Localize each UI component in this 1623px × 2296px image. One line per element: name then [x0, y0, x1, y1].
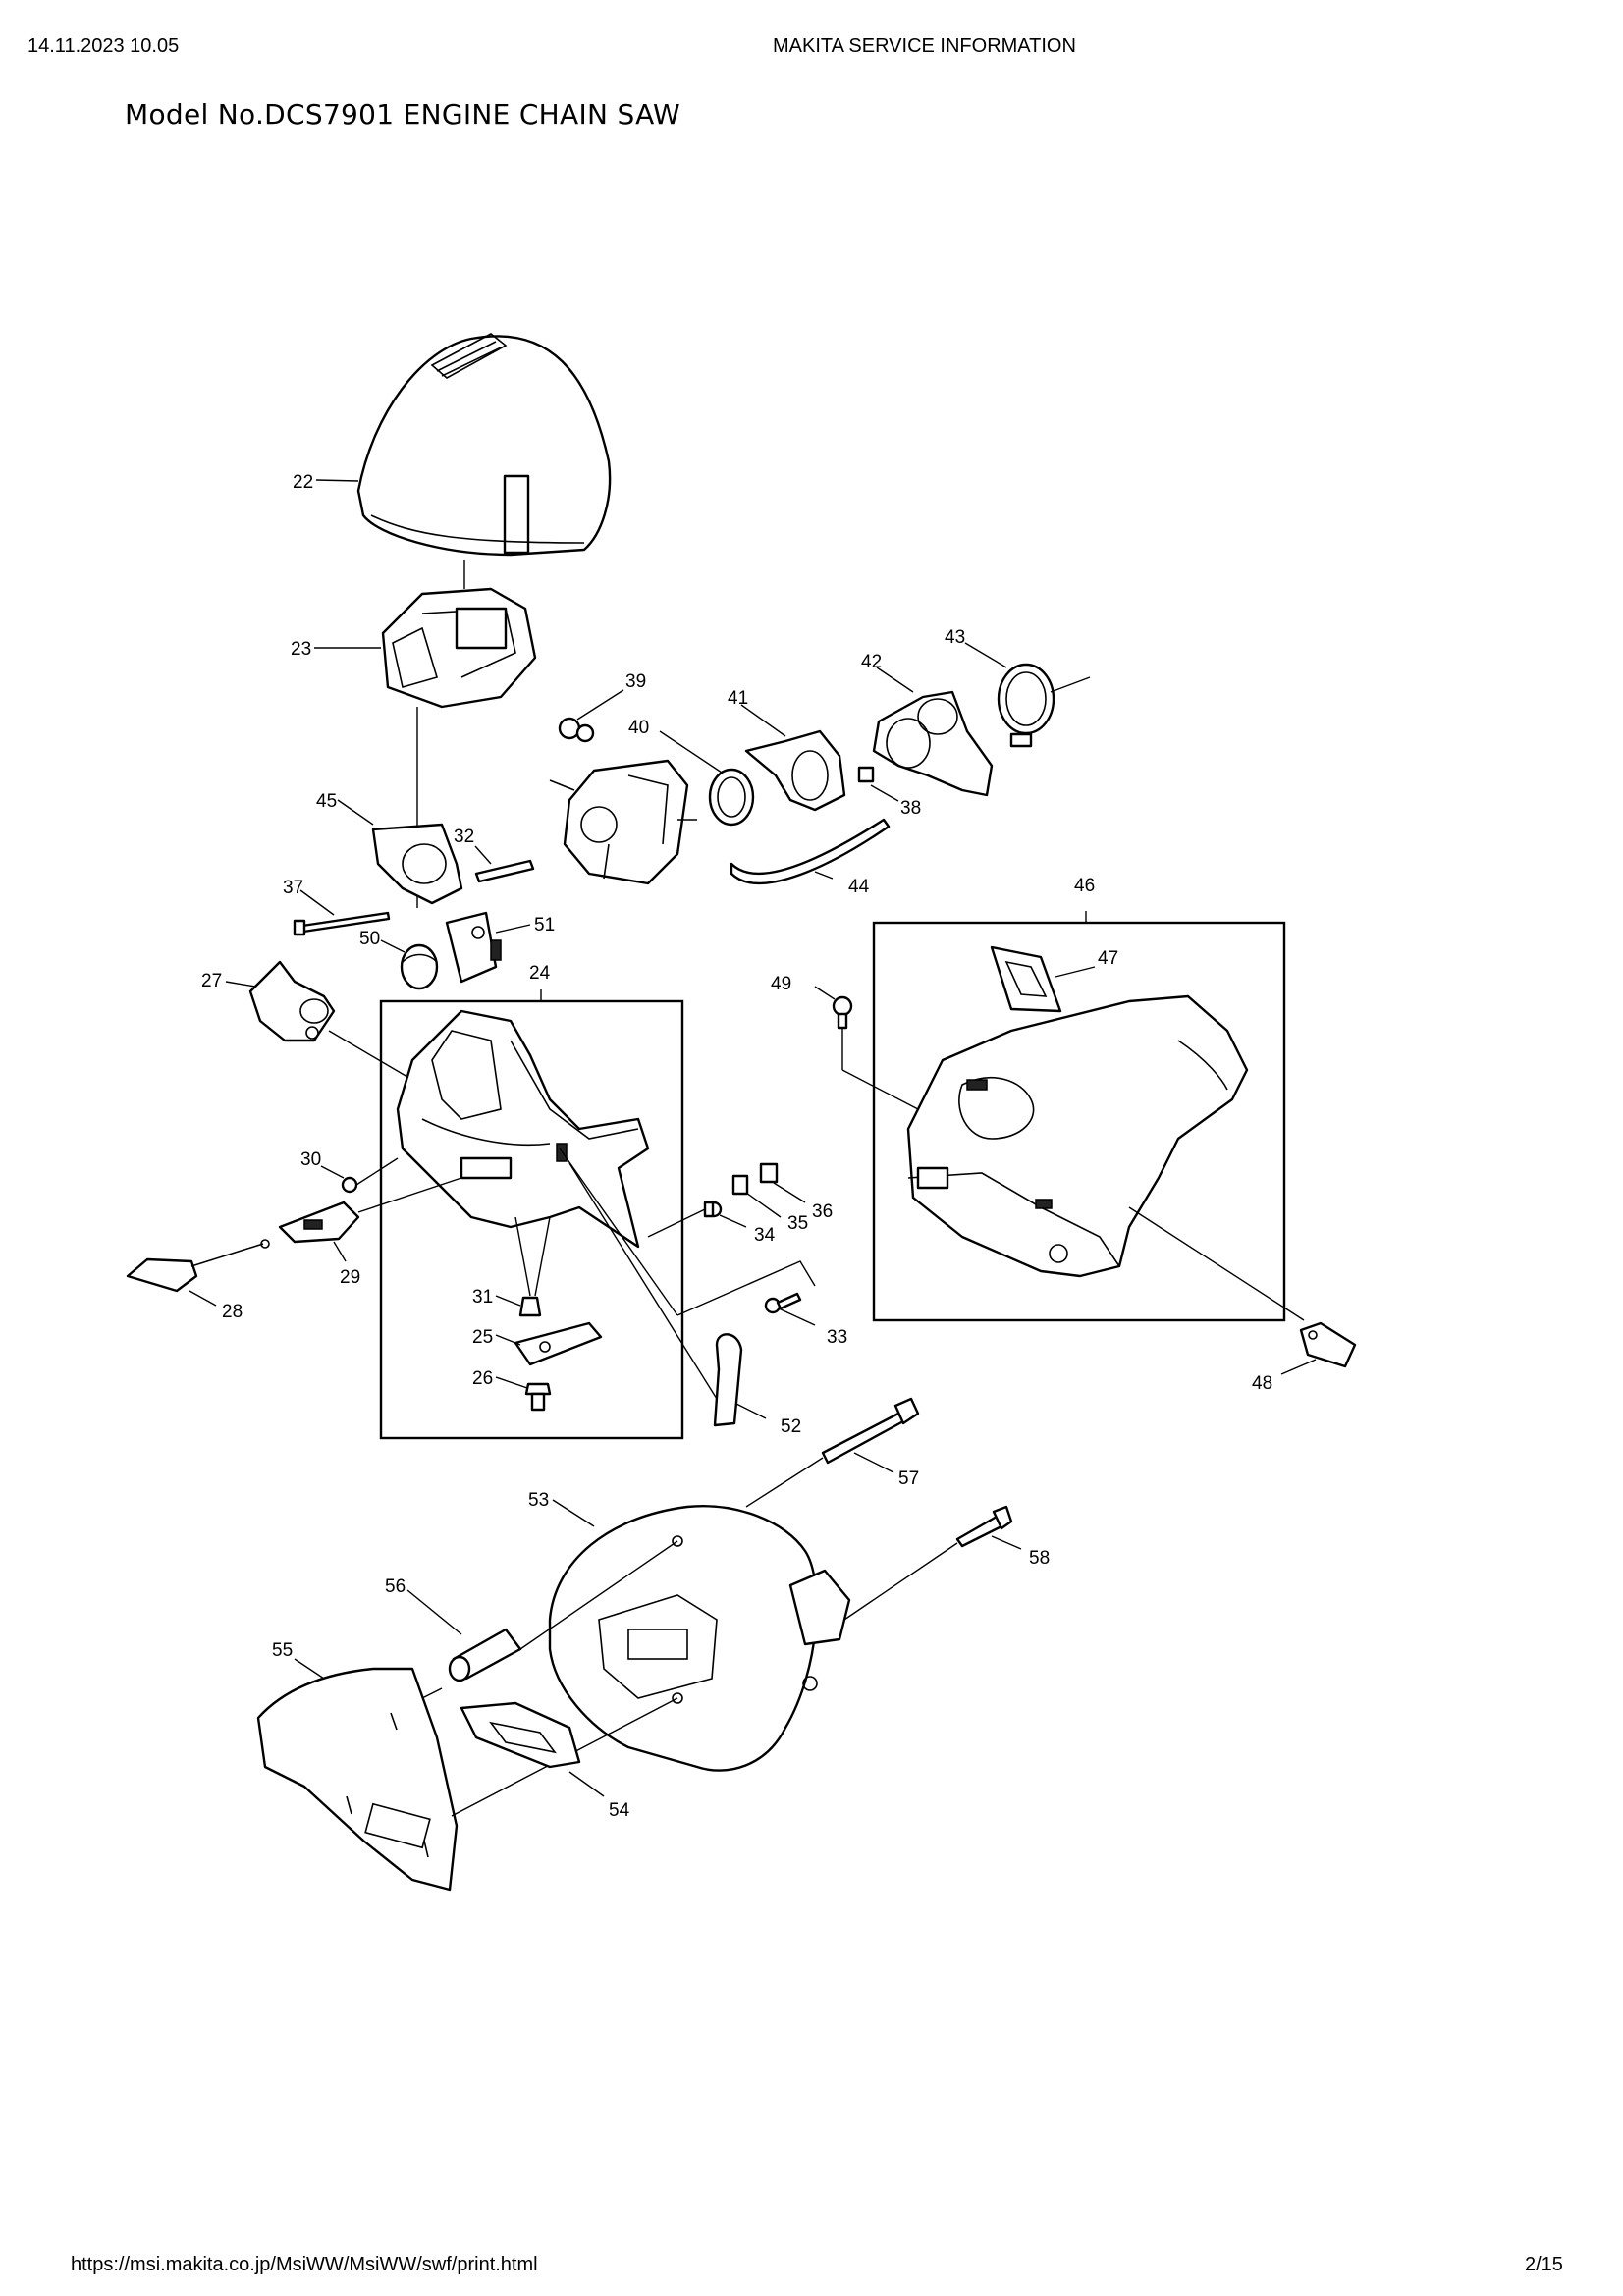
part-40-ring	[708, 768, 755, 827]
part-38-nut	[857, 766, 875, 783]
part-43-clamp	[997, 663, 1055, 748]
callout-22: 22	[293, 472, 313, 493]
callout-29: 29	[340, 1267, 360, 1288]
part-35-nut	[731, 1174, 749, 1196]
part-56-spacer	[448, 1628, 522, 1682]
callout-36: 36	[812, 1201, 833, 1222]
part-48-plate	[1299, 1321, 1357, 1368]
part-31-sleeve	[518, 1296, 542, 1317]
part-36-nut	[759, 1162, 779, 1184]
callout-51: 51	[534, 915, 555, 935]
frame-46	[872, 921, 1286, 1322]
callout-45: 45	[316, 791, 337, 812]
callout-31: 31	[472, 1287, 493, 1308]
part-33-screw	[764, 1292, 802, 1314]
callout-48: 48	[1252, 1373, 1272, 1394]
callout-30: 30	[300, 1149, 321, 1170]
callout-44: 44	[848, 877, 870, 897]
callout-49: 49	[771, 974, 791, 994]
part-58-screw	[955, 1505, 1013, 1548]
part-45-carb-holder	[371, 823, 463, 905]
callout-37: 37	[283, 878, 303, 898]
page-url: https://msi.makita.co.jp/MsiWW/MsiWW/swf…	[71, 2254, 538, 2275]
part-44-hose	[730, 818, 891, 885]
part-26-screw	[524, 1382, 552, 1412]
callout-39: 39	[625, 671, 646, 692]
service-header: MAKITA SERVICE INFORMATION	[773, 35, 1076, 57]
callout-43: 43	[945, 627, 965, 648]
page-number: 2/15	[1525, 2254, 1563, 2275]
callout-54: 54	[609, 1800, 630, 1821]
part-41-bracket	[744, 729, 846, 812]
callout-38: 38	[900, 798, 921, 819]
part-50-damper	[400, 943, 439, 990]
callout-56: 56	[385, 1576, 406, 1597]
part-53-muffler	[548, 1505, 851, 1772]
callout-25: 25	[472, 1327, 493, 1348]
callout-53: 53	[528, 1490, 549, 1511]
part-52-chain-catcher	[713, 1333, 743, 1427]
part-54-gasket	[460, 1701, 581, 1769]
part-25-plate	[514, 1321, 603, 1366]
callout-40: 40	[628, 718, 649, 738]
print-datetime: 14.11.2023 10.05	[27, 35, 180, 57]
callout-32: 32	[454, 827, 474, 847]
part-55-heat-shield	[256, 1667, 459, 1892]
part-23-air-filter	[381, 587, 537, 709]
callout-34: 34	[754, 1225, 776, 1246]
part-30-nut	[341, 1176, 358, 1194]
part-39-cap	[558, 717, 595, 743]
part-46-sprocket-cover	[906, 994, 1249, 1278]
callout-52: 52	[781, 1416, 801, 1437]
callout-27: 27	[201, 971, 222, 991]
callout-46: 46	[1074, 876, 1095, 896]
part-51-bracket	[445, 911, 502, 984]
part-57-bolt	[821, 1397, 920, 1465]
part-29-oil-lever	[278, 1201, 360, 1244]
callout-28: 28	[222, 1302, 243, 1322]
part-22-top-cover	[356, 333, 612, 557]
callout-58: 58	[1029, 1548, 1050, 1569]
callout-42: 42	[861, 652, 882, 672]
part-49-screw	[832, 995, 853, 1030]
callout-26: 26	[472, 1368, 493, 1389]
part-24-crankcase-cover	[396, 1009, 650, 1249]
callout-57: 57	[898, 1468, 919, 1489]
part-37-bolt	[293, 911, 391, 936]
part-34-screw	[703, 1201, 723, 1218]
page-title: Model No.DCS7901 ENGINE CHAIN SAW	[125, 98, 680, 131]
part-27-oil-pump-housing	[248, 960, 336, 1042]
callout-47: 47	[1098, 948, 1118, 969]
part-42-intake-manifold	[872, 690, 994, 797]
callout-33: 33	[827, 1327, 847, 1348]
callout-24: 24	[529, 963, 551, 984]
callout-55: 55	[272, 1640, 293, 1661]
callout-35: 35	[787, 1213, 808, 1234]
callout-41: 41	[728, 688, 748, 709]
part-28-adjusting-rod	[126, 1239, 270, 1293]
callout-23: 23	[291, 639, 311, 660]
part-47-label	[990, 945, 1062, 1013]
callout-50: 50	[359, 929, 380, 949]
carburetor	[549, 759, 697, 885]
part-32-pin	[474, 859, 535, 883]
